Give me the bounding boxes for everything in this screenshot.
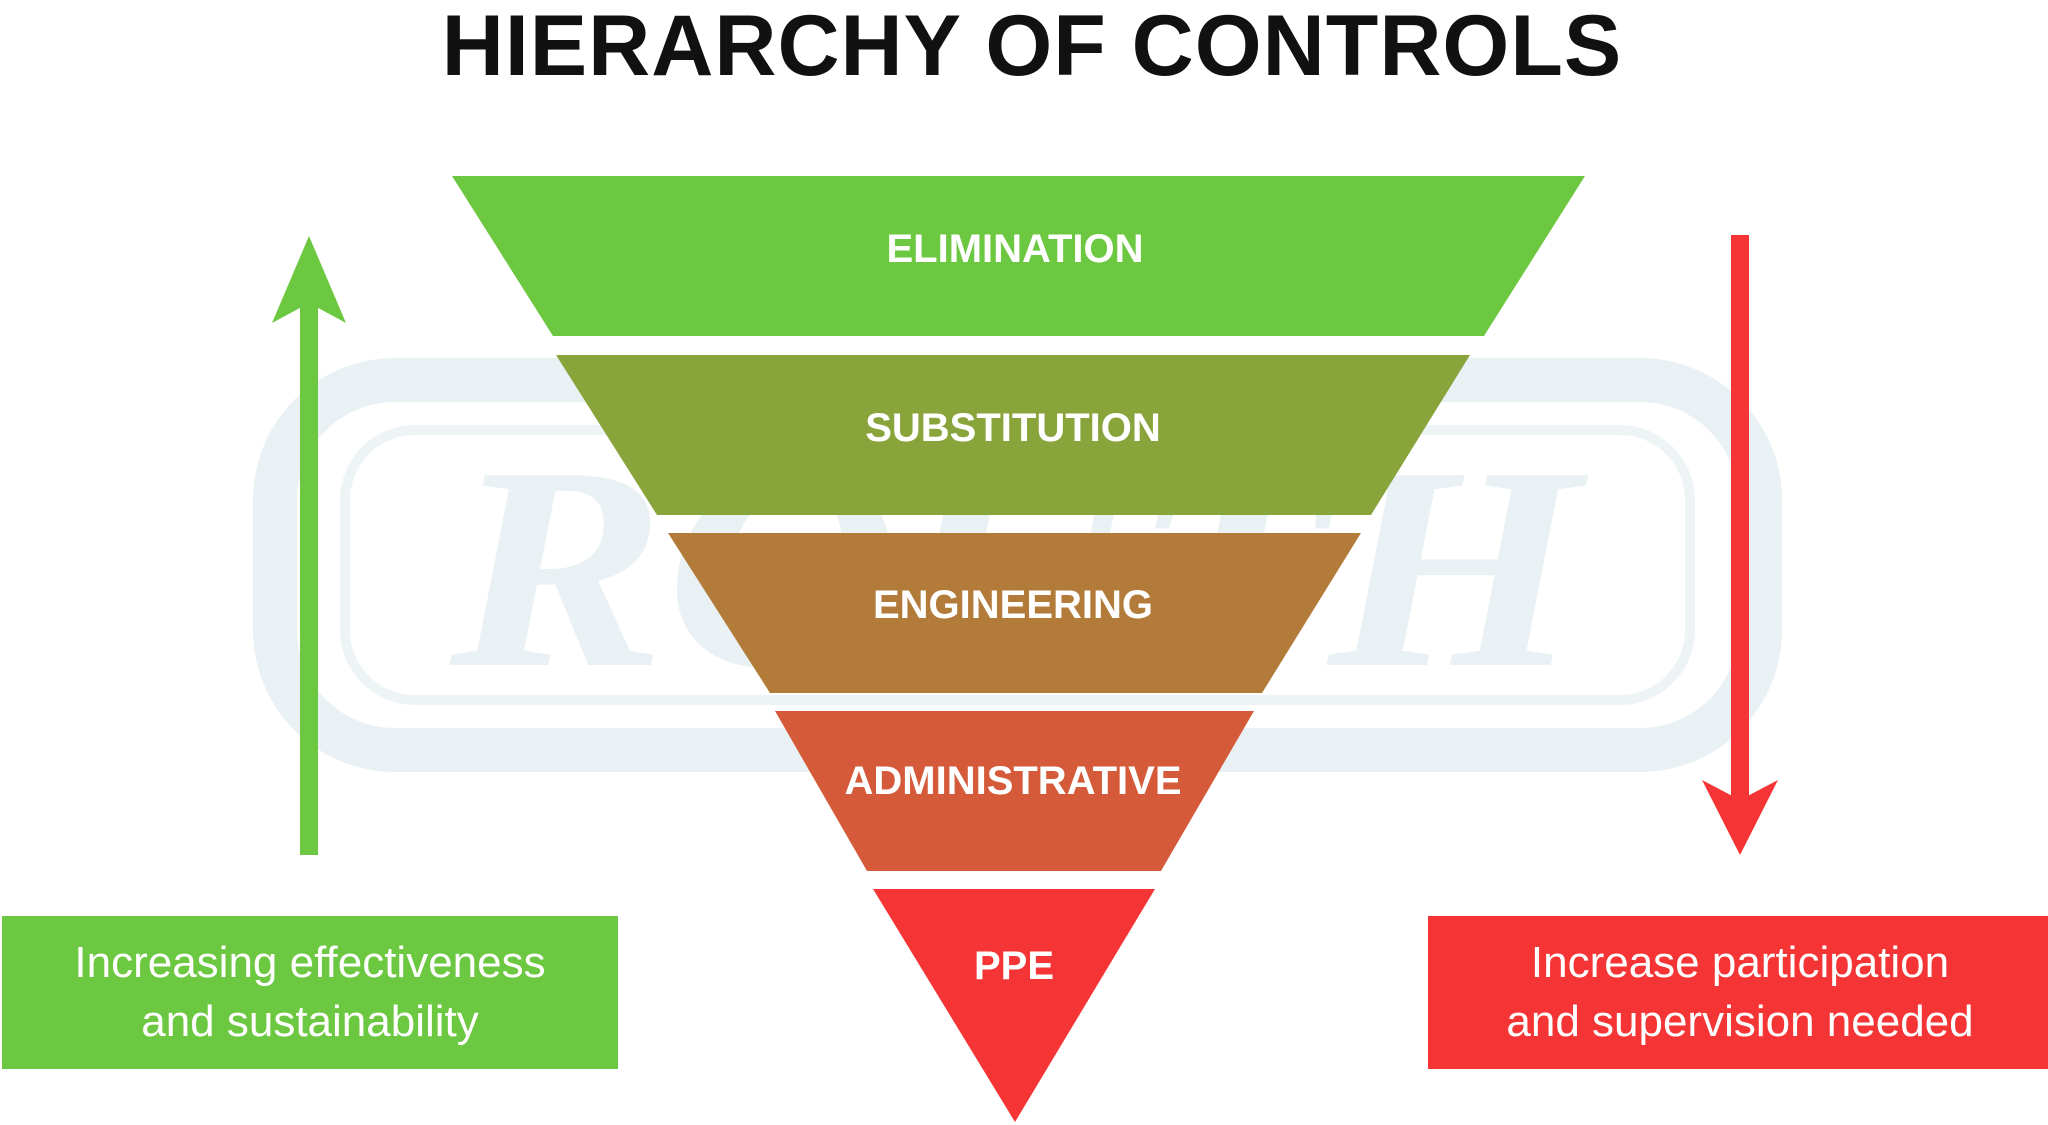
- effectiveness-box: Increasing effectiveness and sustainabil…: [2, 916, 618, 1069]
- effectiveness-box-background: [2, 916, 618, 1069]
- layer-ppe: [873, 889, 1155, 1122]
- participation-box-background: [1428, 916, 2048, 1069]
- layer-administrative: [775, 711, 1254, 871]
- down-arrow-shaft: [1731, 235, 1749, 805]
- down-arrow-head: [1702, 780, 1778, 855]
- up-arrow-shaft: [300, 300, 318, 855]
- layer-administrative-label: ADMINISTRATIVE: [844, 759, 1181, 803]
- inverted-pyramid: ELIMINATION SUBSTITUTION ENGINEERING ADM…: [452, 176, 1585, 1122]
- participation-down-arrow: [1702, 235, 1778, 855]
- effectiveness-box-line-1: Increasing effectiveness: [74, 938, 545, 987]
- layer-ppe-label: PPE: [974, 944, 1054, 988]
- participation-box-line-2: and supervision needed: [1506, 997, 1973, 1046]
- layer-engineering: [668, 533, 1361, 693]
- layer-substitution: [556, 355, 1470, 515]
- layer-engineering-label: ENGINEERING: [873, 583, 1153, 627]
- layer-substitution-label: SUBSTITUTION: [865, 406, 1161, 450]
- participation-box-line-1: Increase participation: [1531, 938, 1949, 987]
- participation-box: Increase participation and supervision n…: [1428, 916, 2048, 1069]
- effectiveness-up-arrow: [272, 236, 346, 855]
- page-title: HIERARCHY OF CONTROLS: [442, 0, 1622, 94]
- effectiveness-box-line-2: and sustainability: [141, 997, 479, 1046]
- up-arrow-head: [272, 236, 346, 323]
- layer-elimination: [452, 176, 1585, 336]
- layer-elimination-label: ELIMINATION: [886, 227, 1143, 271]
